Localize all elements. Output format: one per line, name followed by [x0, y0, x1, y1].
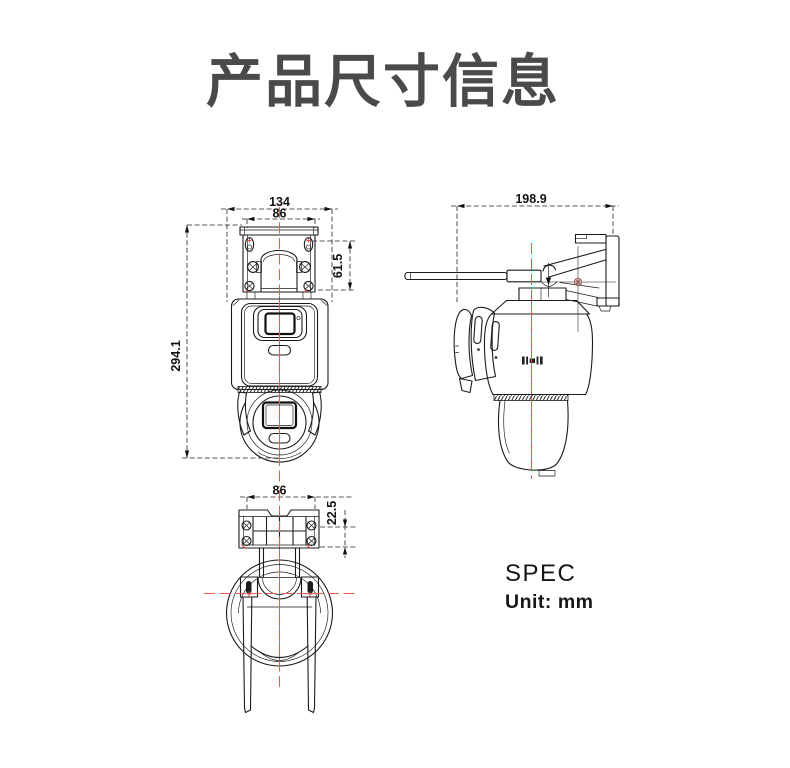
- front-overall-width-dim: 134: [269, 195, 290, 209]
- brand-mark: [522, 356, 543, 365]
- spec-label: SPEC: [505, 560, 577, 587]
- bottom-view: 86 22.5: [204, 484, 356, 714]
- mount-target-mark: [573, 277, 583, 287]
- bottom-antennas: [239, 576, 320, 714]
- bottom-mount-depth-dim: 22.5: [325, 501, 339, 525]
- page-title: 产品尺寸信息: [206, 50, 560, 114]
- side-view: 198.9: [404, 192, 620, 479]
- spec-block: SPEC Unit: mm: [505, 560, 594, 614]
- front-view: 134 86 61.5 294.1: [169, 195, 356, 487]
- side-front-module: [453, 306, 500, 394]
- side-camera-body: [483, 287, 594, 477]
- spec-unit-label: Unit: mm: [505, 591, 594, 613]
- front-mount-height-dim: 61.5: [331, 254, 345, 278]
- side-antenna: [404, 262, 558, 298]
- side-dimensions: 198.9: [451, 192, 619, 302]
- side-wall-bracket: [540, 233, 620, 332]
- bottom-dimensions: 86 22.5: [240, 484, 356, 558]
- front-overall-height-dim: 294.1: [169, 340, 183, 371]
- side-overall-depth-dim: 198.9: [515, 192, 546, 206]
